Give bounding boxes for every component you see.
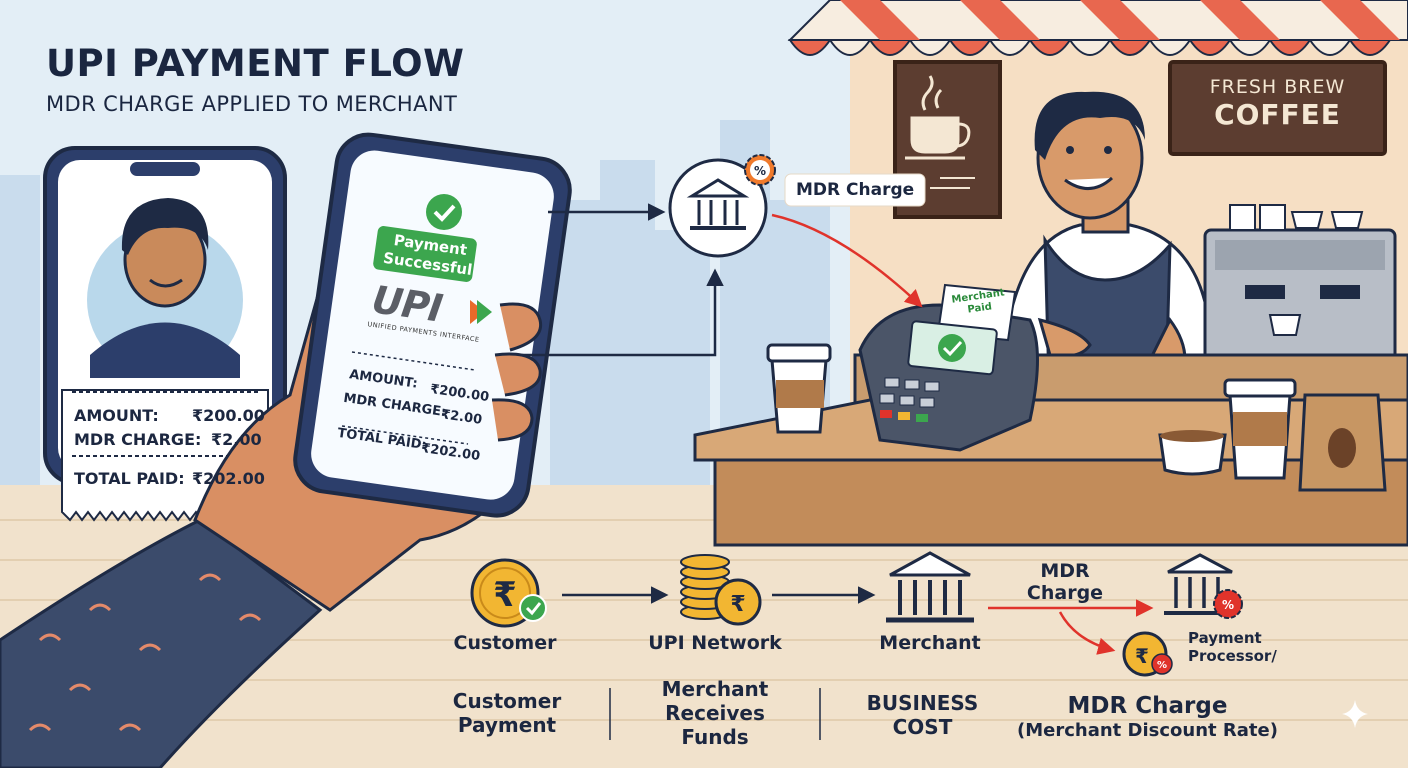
mdr-arrow-label: MDR Charge [1010,560,1120,604]
mdr-caption-line2: (Merchant Discount Rate) [1017,720,1278,741]
payment-terminal [858,283,1039,452]
mdr-arrow-line1: MDR [1040,560,1090,582]
check-icon [426,194,462,230]
caption-line: Merchant [661,677,769,701]
caption-line: COST [892,715,953,739]
processor-label: Payment Processor/ [1188,629,1277,665]
svg-text:%: % [1222,598,1234,612]
caption-business-cost: BUSINESS COST [850,691,995,739]
receipt-amount-label: AMOUNT: [74,406,159,425]
page-title: UPI PAYMENT FLOW [46,42,465,85]
svg-text:₹: ₹ [730,592,745,617]
rupee-coin-icon: ₹ [470,558,547,628]
coffee-mug [1158,430,1227,476]
payment-success-badge [373,226,477,282]
mdr-arrow-line2: Charge [1026,582,1104,604]
merchant-bank-icon [886,551,974,623]
svg-text:%: % [1157,660,1167,671]
hand-with-phone [0,132,572,768]
receipt-total-value: ₹202.00 [192,469,265,488]
processor-bank-icon: % [1164,553,1243,619]
mdr-coin-icon: ₹ % [1122,631,1173,677]
receipt-amount-value: ₹200.00 [192,406,265,425]
caption-line: Funds [681,725,749,749]
caption-customer-payment: Customer Payment [440,689,574,737]
mdr-tag-box [784,173,926,207]
caption-line: Payment [457,713,557,737]
sign-line2: COFFEE [1214,98,1341,131]
page-subtitle: MDR CHARGE APPLIED TO MERCHANT [46,92,458,116]
caption-merchant-receives-funds: Merchant Receives Funds [640,677,790,749]
caption-line: Receives [665,701,765,725]
espresso-machine [1203,204,1397,362]
cafe-sign [1168,60,1387,156]
svg-text:₹: ₹ [493,575,517,615]
step-upi-network-label: UPI Network [648,632,782,654]
svg-text:₹: ₹ [1135,644,1149,668]
caption-mdr-charge: MDR Charge (Merchant Discount Rate) [1005,693,1290,742]
mdr-caption-line1: MDR Charge [1067,693,1228,719]
bank-icon [668,158,768,258]
processor-line1: Payment [1188,629,1262,647]
mdr-arrow-to-terminal [771,213,923,308]
mdr-charge-tag: MDR Charge [796,180,915,200]
receipt-total-label: TOTAL PAID: [74,469,185,488]
awning [787,0,1408,56]
coffee-cup-right [1223,378,1297,480]
mdr-flow-arrow-down [1058,611,1116,655]
percent-gear-icon: % [744,154,776,186]
step-customer-label: Customer [453,632,557,654]
arrow-up-to-bank [520,268,724,357]
coin-stack-icon: ₹ [680,554,762,626]
caption-line: BUSINESS [866,691,979,715]
receipt-mdr-value: ₹2.00 [211,430,262,449]
sparkle-icon [1342,700,1368,728]
svg-text:%: % [754,164,766,178]
coffee-cup-icon [905,75,971,160]
processor-line2: Processor/ [1188,647,1277,665]
sign-line1: FRESH BREW [1209,76,1346,98]
receipt-mdr-label: MDR CHARGE: [74,430,202,449]
city-skyline [0,120,830,500]
step-merchant-label: Merchant [879,632,981,654]
coffee-bag [1298,393,1387,492]
caption-line: Customer [452,689,562,713]
coffee-cup-left [766,343,832,434]
